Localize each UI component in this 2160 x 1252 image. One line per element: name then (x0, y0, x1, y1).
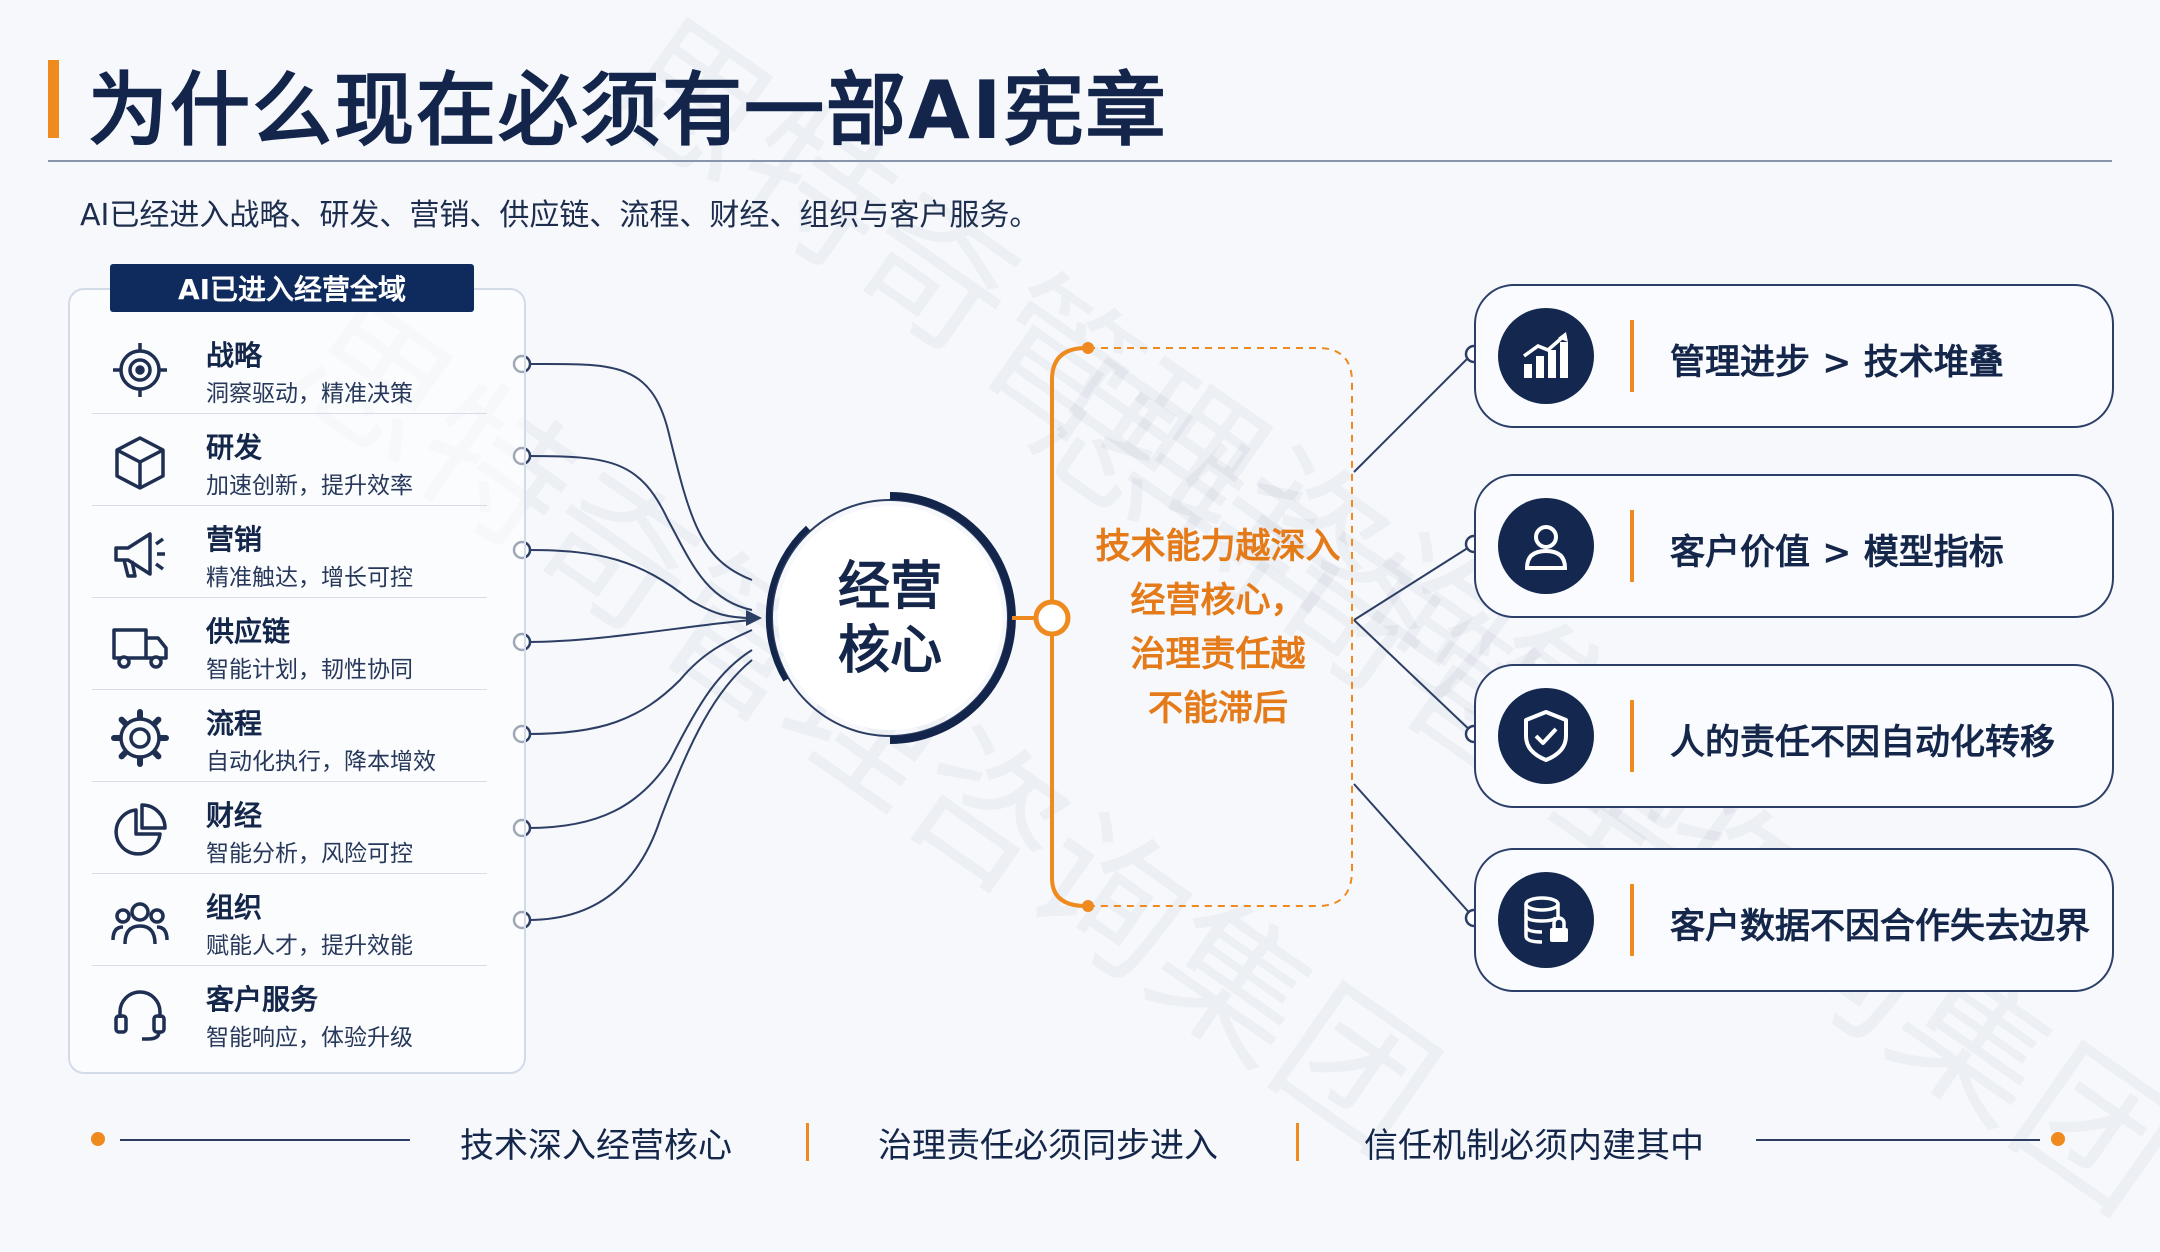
orange-bracket (1050, 346, 1087, 908)
footer-dot-right (2051, 1132, 2065, 1146)
divider (92, 505, 487, 506)
principle-text: 管理进步 > 技术堆叠 (1670, 343, 2004, 383)
domain-item-supply-chain: 供应链 智能计划，韧性协同 (90, 598, 487, 690)
domain-desc: 智能计划，韧性协同 (206, 657, 413, 683)
connector-line (527, 619, 753, 643)
domain-item-process: 流程 自动化执行，降本增效 (90, 690, 487, 782)
connector-line (527, 549, 753, 619)
connector-line (527, 455, 753, 611)
principle-card: 客户数据不因合作失去边界 (1474, 848, 2114, 992)
divider (92, 781, 487, 782)
icon-badge (1498, 498, 1594, 594)
domain-item-organization: 组织 赋能人才，提升效能 (90, 874, 487, 966)
divider (92, 413, 487, 414)
domain-desc: 精准触达，增长可控 (206, 565, 413, 591)
footer-separator (806, 1123, 809, 1161)
title-accent-bar (48, 60, 59, 138)
principle-card: 管理进步 > 技术堆叠 (1474, 284, 2114, 428)
principle-text: 人的责任不因自动化转移 (1670, 723, 2056, 763)
footer-item: 信任机制必须内建其中 (1364, 1126, 1704, 1166)
accent-bar (1630, 510, 1634, 582)
domain-name: 组织 (206, 891, 263, 924)
connector-line (1353, 351, 1475, 473)
connector-line (527, 649, 753, 829)
panel-title: AI已进入经营全域 (110, 264, 474, 312)
cube-icon (115, 436, 165, 490)
domain-name: 财经 (206, 799, 263, 832)
people-icon (111, 902, 169, 945)
connector-line (1353, 619, 1475, 735)
database-lock-icon (1524, 896, 1568, 944)
target-icon (113, 343, 167, 397)
pie-chart-icon (114, 803, 167, 856)
principle-text: 客户数据不因合作失去边界 (1670, 907, 2091, 947)
domain-desc: 自动化执行，降本增效 (206, 749, 436, 775)
domain-item-strategy: 战略 洞察驱动，精准决策 (90, 322, 487, 414)
domain-desc: 洞察驱动，精准决策 (206, 381, 413, 407)
principle-card: 人的责任不因自动化转移 (1474, 664, 2114, 808)
core-label: 经营 核心 (775, 555, 1005, 683)
accent-bar (1630, 700, 1634, 772)
governance-message: 技术能力越深入 经营核心， 治理责任越 不能滞后 (1068, 520, 1368, 736)
domain-name: 营销 (206, 523, 263, 556)
connector-diagram (91, 342, 2065, 1146)
footer-item: 治理责任必须同步进入 (878, 1126, 1218, 1166)
domain-item-finance: 财经 智能分析，风险可控 (90, 782, 487, 874)
principle-card: 客户价值 > 模型指标 (1474, 474, 2114, 618)
domain-desc: 智能分析，风险可控 (206, 841, 413, 867)
footer-item: 技术深入经营核心 (460, 1126, 732, 1166)
divider (92, 873, 487, 874)
domain-desc: 赋能人才，提升效能 (206, 933, 413, 959)
connector-line (527, 659, 753, 921)
orange-ring (1033, 599, 1071, 637)
divider (92, 597, 487, 598)
domain-name: 研发 (206, 431, 263, 464)
message-line: 治理责任越 (1130, 635, 1306, 675)
domain-name: 客户服务 (206, 983, 319, 1016)
accent-bar (1630, 320, 1634, 392)
megaphone-icon (114, 532, 165, 578)
connector-line (1353, 543, 1475, 621)
user-icon (1524, 525, 1568, 570)
domain-item-customer-service: 客户服务 智能响应，体验升级 (90, 966, 485, 1058)
core-label-line: 经营 (837, 557, 942, 617)
headset-icon (114, 990, 166, 1041)
domain-item-rnd: 研发 加速创新，提升效率 (90, 414, 487, 506)
icon-badge (1498, 872, 1594, 968)
domain-desc: 加速创新，提升效率 (206, 473, 413, 499)
domain-item-marketing: 营销 精准触达，增长可控 (90, 506, 487, 598)
message-line: 不能滞后 (1147, 689, 1288, 729)
growth-chart-icon (1522, 332, 1568, 378)
truck-icon (112, 628, 168, 669)
gear-icon (111, 709, 169, 767)
core-disc (778, 506, 1002, 730)
page-subtitle: AI已经进入战略、研发、营销、供应链、流程、财经、组织与客户服务。 (80, 198, 1040, 233)
message-line: 经营核心， (1130, 581, 1306, 621)
core-arc (765, 525, 811, 682)
domain-name: 战略 (206, 339, 263, 372)
domain-name: 流程 (206, 707, 263, 740)
domain-desc: 智能响应，体验升级 (206, 1025, 413, 1051)
icon-badge (1498, 688, 1594, 784)
title-divider (48, 160, 2112, 162)
orange-dot (1082, 900, 1094, 912)
orange-dot (1082, 342, 1094, 354)
icon-badge (1498, 308, 1594, 404)
connector-line (1353, 783, 1475, 919)
divider (92, 965, 487, 966)
footer-separator (1296, 1123, 1299, 1161)
connector-line (527, 362, 753, 581)
domain-name: 供应链 (206, 615, 291, 648)
page-title: 为什么现在必须有一部AI宪章 (88, 64, 1168, 157)
connector-line (527, 629, 753, 735)
message-line: 技术能力越深入 (1095, 527, 1341, 567)
footer-dot-left (91, 1132, 105, 1146)
accent-bar (1630, 884, 1634, 956)
arrowhead-icon (746, 610, 762, 626)
core-label-line: 核心 (837, 621, 942, 681)
divider (92, 689, 487, 690)
principle-text: 客户价值 > 模型指标 (1670, 533, 2004, 573)
shield-check-icon (1524, 710, 1568, 762)
